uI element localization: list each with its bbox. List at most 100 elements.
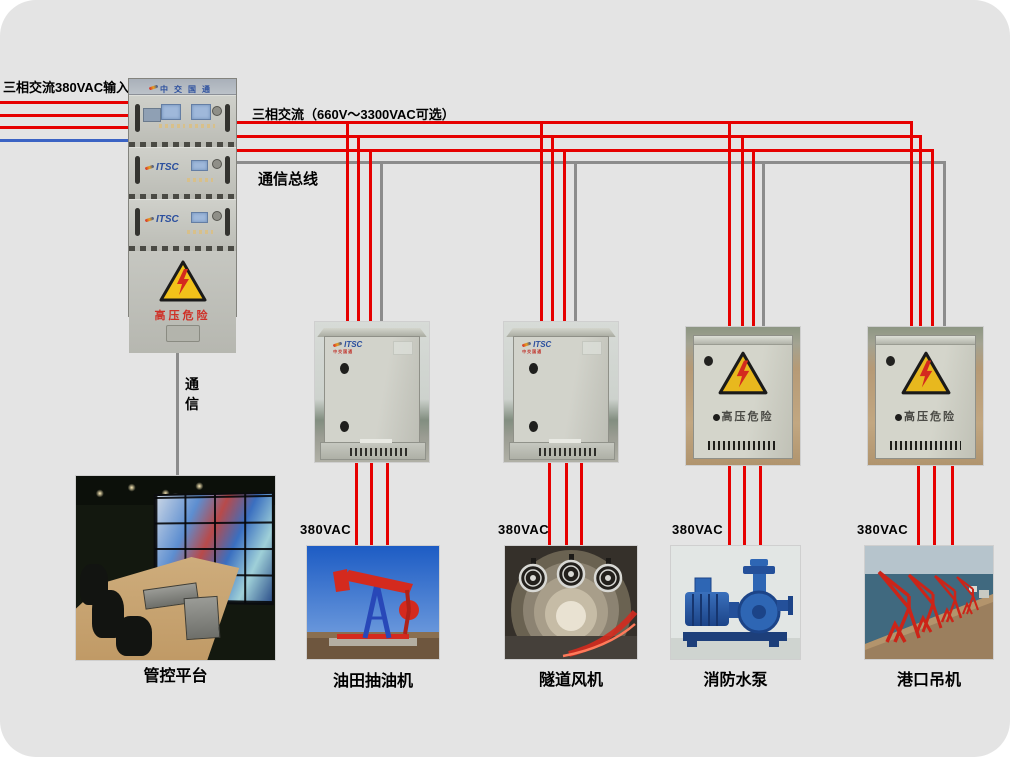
danger-label: 高压危险 [154,310,211,322]
main-cabinet-header-text: 中交国通 [160,85,216,94]
voltage-380-label-3: 380VAC [672,522,724,537]
vent-grille [349,448,409,456]
drop-line [752,149,755,327]
danger-label: 高压危险 [694,408,792,424]
comm-drop-line [943,161,946,327]
module-handle [225,104,230,132]
module-handle [135,156,140,184]
field-cabinet-fire-pump: 高压危险 [686,327,800,465]
input-voltage-label: 三相交流380VAC输入 [3,80,130,95]
module-separator [129,246,236,251]
comm-label: 通信 [185,376,199,412]
cabinet-emblem [165,325,200,342]
brand-swoosh-icon [144,164,155,171]
door-lock [885,356,895,366]
comm-drop-line [574,161,577,322]
module-handle [225,208,230,236]
bullet-dot [895,413,902,421]
control-knob [212,211,222,221]
control-platform-photo [76,476,275,660]
drop-line [919,135,922,327]
input-power-line-3 [0,126,131,129]
output-voltage-label: 三相交流（660V～3300VAC可选） [252,107,455,122]
high-voltage-warning-icon [901,351,950,395]
cabinet-base [319,439,427,460]
cabinet-door: 高压危险 [129,251,236,353]
output-power-bus-3 [235,149,934,152]
feeder-line [728,464,731,546]
voltage-380-label-2: 380VAC [498,522,550,537]
output-power-bus-2 [235,135,922,138]
inverter-module-2: ITSC [129,199,236,246]
port-crane-illustration [865,546,993,659]
feeder-line [355,462,358,546]
door-lock [340,421,350,432]
cabinet-base [508,439,616,460]
caption-port-crane: 港口吊机 [896,672,961,689]
feeder-line [580,462,583,546]
indicator-cluster [143,108,161,122]
comm-bus-line [235,161,946,164]
feeder-line [565,462,568,546]
feeder-line [951,464,954,546]
cabinet-sticker [581,341,602,355]
drop-line [551,135,554,322]
voltage-380-label-4: 380VAC [857,522,909,537]
cabinet-roof [693,336,793,345]
indicator-lights [187,230,213,234]
door-lock [529,421,539,432]
indicator-lights [189,124,215,128]
comm-drop-line [380,161,383,322]
high-voltage-warning-icon [159,260,206,302]
office-chair [115,615,152,657]
indicator-lights [159,124,185,128]
feeder-line [370,462,373,546]
input-power-line-2 [0,114,131,117]
sub-brand-text: 中交国通 [522,349,543,354]
feeder-line [548,462,551,546]
drop-line [357,135,360,322]
brand-swoosh-icon [521,342,532,348]
comm-bus-label: 通信总线 [258,171,319,188]
caption-control-platform: 管控平台 [143,668,208,685]
cabinet-roof [506,328,616,337]
console-panel [183,596,221,642]
oil-pumpjack-illustration [307,546,439,659]
door-lock [703,356,713,366]
caption-tunnel-fan: 隧道风机 [538,672,603,689]
oil-pump-photo [307,546,439,659]
port-crane-photo [865,546,993,659]
control-knob [212,159,222,169]
brand-swoosh-icon [144,216,155,223]
caption-oil-pump: 油田抽油机 [332,673,413,690]
itsc-brand: ITSC [144,162,179,173]
drop-line [931,149,934,327]
high-voltage-warning-icon [718,351,768,395]
feeder-line [386,462,389,546]
base-label-strip [360,439,392,443]
feeder-line [933,464,936,546]
rectifier-module [129,95,236,142]
drop-line [540,121,543,322]
door-lock [529,363,539,374]
fire-pump-photo [671,546,800,659]
output-power-bus-1 [235,121,913,124]
field-cabinet-port-crane: 高压危险 [868,327,983,465]
voltage-380-label-1: 380VAC [300,522,352,537]
drop-line [563,149,566,322]
vent-grille [707,441,779,450]
danger-label: 高压危险 [876,408,975,424]
cabinet-door: 高压危险 [692,335,794,459]
base-label-strip [549,439,581,443]
lcd-display [191,160,208,171]
tunnel-illustration [505,546,637,659]
module-separator [129,194,236,199]
comm-line-to-platform [176,315,179,476]
feeder-line [759,464,762,546]
caption-fire-pump: 消防水泵 [703,672,768,689]
